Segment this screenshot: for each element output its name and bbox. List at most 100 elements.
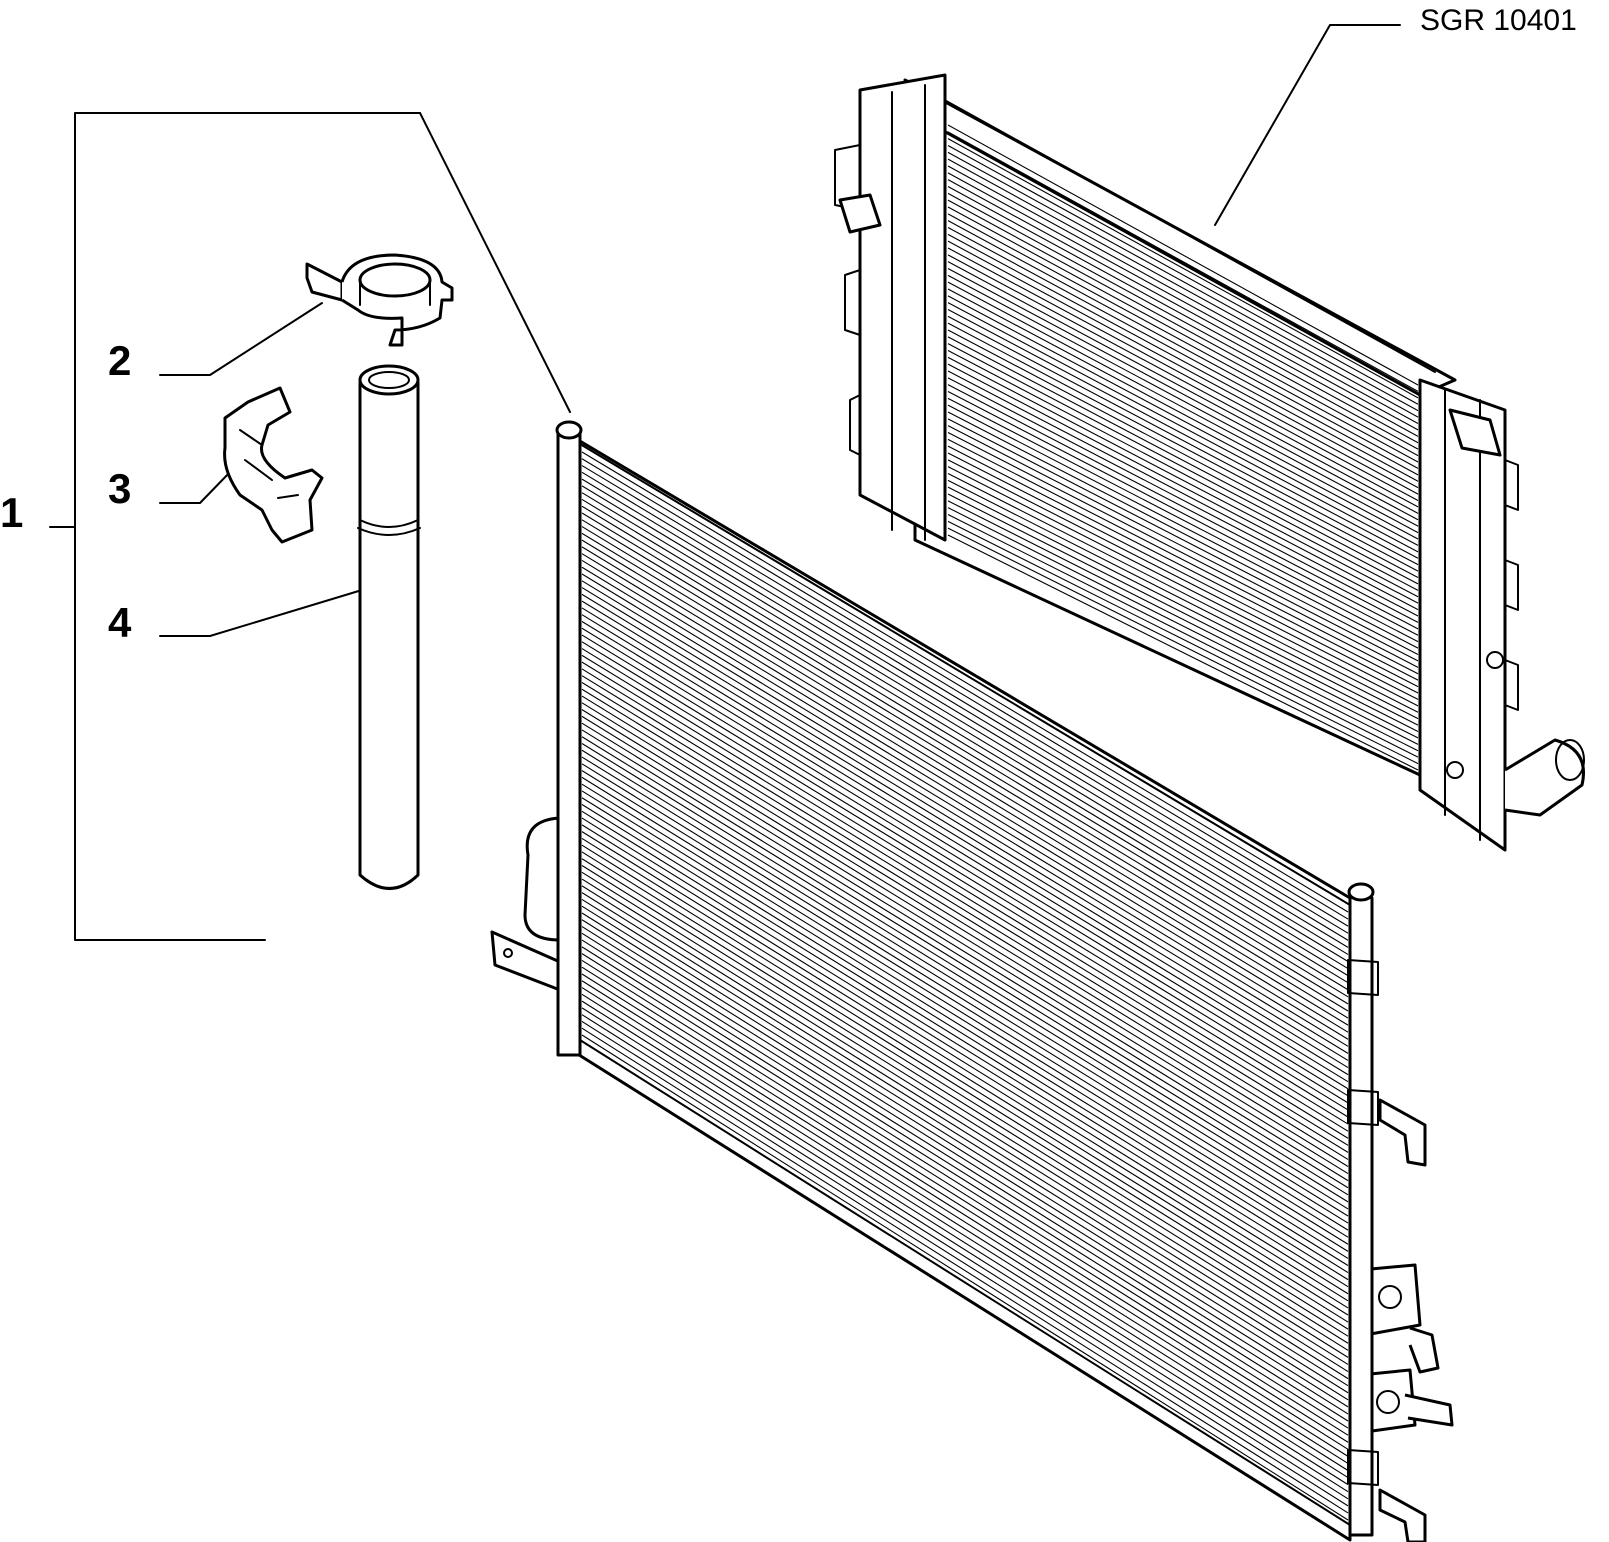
radiator-fin bbox=[947, 199, 1419, 457]
condenser-fin bbox=[581, 519, 1349, 984]
radiator-fin bbox=[947, 507, 1419, 745]
assembly-bracket bbox=[49, 112, 571, 941]
condenser-fin bbox=[581, 729, 1349, 1203]
condenser-fin bbox=[581, 607, 1349, 1076]
condenser-fin bbox=[581, 512, 1349, 977]
radiator-fin bbox=[947, 397, 1419, 643]
condenser-fin bbox=[581, 749, 1349, 1224]
condenser-fin bbox=[581, 682, 1349, 1153]
radiator-fin bbox=[947, 281, 1419, 534]
condenser-fin bbox=[581, 505, 1349, 970]
radiator-fin bbox=[947, 493, 1419, 732]
condenser-fin bbox=[581, 627, 1349, 1097]
condenser-fin bbox=[581, 919, 1349, 1401]
radiator-fin bbox=[947, 179, 1419, 437]
radiator-fin bbox=[947, 158, 1419, 418]
radiator-fin bbox=[947, 438, 1419, 681]
radiator-fin bbox=[947, 418, 1419, 662]
radiator-fin bbox=[947, 534, 1419, 771]
condenser-fin bbox=[581, 465, 1349, 927]
callout-4: 4 bbox=[108, 599, 132, 646]
condenser-fin bbox=[581, 898, 1349, 1380]
callout-3: 3 bbox=[108, 465, 131, 512]
reference-leader-line bbox=[1214, 24, 1401, 226]
radiator-fin bbox=[947, 206, 1419, 463]
radiator-fin bbox=[947, 473, 1419, 713]
condenser-fin bbox=[581, 946, 1349, 1429]
condenser-fin bbox=[581, 492, 1349, 955]
radiator-fin bbox=[947, 261, 1419, 514]
radiator-fin bbox=[947, 322, 1419, 572]
condenser-fin bbox=[581, 566, 1349, 1033]
condenser-fin bbox=[581, 959, 1349, 1443]
condenser-fin bbox=[581, 966, 1349, 1450]
condenser-fin bbox=[581, 987, 1349, 1471]
condenser-fin bbox=[581, 580, 1349, 1047]
condenser-fin bbox=[581, 614, 1349, 1083]
condenser-fin bbox=[581, 526, 1349, 991]
leader-line-3 bbox=[159, 469, 233, 504]
condenser-fin bbox=[581, 912, 1349, 1394]
condenser-fin bbox=[581, 783, 1349, 1259]
radiator-fin bbox=[947, 452, 1419, 694]
condenser-fin bbox=[581, 973, 1349, 1457]
condenser-fin bbox=[581, 831, 1349, 1309]
condenser-fin bbox=[581, 980, 1349, 1464]
condenser-fin bbox=[581, 695, 1349, 1167]
radiator-fin bbox=[947, 240, 1419, 495]
radiator-fin bbox=[947, 302, 1419, 553]
condenser-fin bbox=[581, 878, 1349, 1358]
condenser-fin bbox=[581, 1027, 1349, 1514]
radiator-fin bbox=[947, 391, 1419, 636]
radiator-fin bbox=[947, 192, 1419, 450]
condenser-fin bbox=[581, 939, 1349, 1422]
radiator-fin bbox=[947, 486, 1419, 726]
condenser-fin bbox=[581, 573, 1349, 1040]
radiator-fin bbox=[947, 432, 1419, 675]
radiator-fin bbox=[947, 138, 1419, 399]
radiator-fin bbox=[947, 343, 1419, 591]
condenser-fin bbox=[581, 858, 1349, 1337]
condenser-fin bbox=[581, 553, 1349, 1019]
radiator-fin bbox=[947, 384, 1419, 630]
radiator-fin bbox=[947, 151, 1419, 412]
condenser-fin bbox=[581, 953, 1349, 1436]
condenser-fin bbox=[581, 451, 1349, 913]
condenser-fin bbox=[581, 885, 1349, 1365]
condenser-fin bbox=[581, 634, 1349, 1104]
radiator-fin bbox=[947, 295, 1419, 546]
radiator-fin bbox=[947, 425, 1419, 668]
condenser-fin bbox=[581, 810, 1349, 1288]
condenser-fin bbox=[581, 702, 1349, 1175]
radiator-fin bbox=[947, 527, 1419, 765]
radiator-fin bbox=[947, 254, 1419, 508]
condenser-fin bbox=[581, 1007, 1349, 1493]
leader-line-2 bbox=[159, 302, 323, 376]
radiator-fin bbox=[947, 356, 1419, 604]
condenser-fin bbox=[581, 1034, 1349, 1521]
condenser-fin bbox=[581, 688, 1349, 1160]
radiator-fin bbox=[947, 233, 1419, 489]
condenser-fin bbox=[581, 770, 1349, 1245]
radiator-fin bbox=[947, 227, 1419, 482]
condenser-fin bbox=[581, 587, 1349, 1054]
radiator-fin bbox=[947, 329, 1419, 578]
radiator-fin bbox=[947, 268, 1419, 521]
callout-2: 2 bbox=[108, 337, 131, 384]
condenser-fin bbox=[581, 851, 1349, 1330]
radiator-fin bbox=[947, 274, 1419, 527]
radiator-fin bbox=[947, 172, 1419, 431]
condenser-fin bbox=[581, 722, 1349, 1196]
engine-radiator bbox=[834, 73, 1585, 852]
condenser-fin bbox=[581, 641, 1349, 1111]
radiator-fin bbox=[947, 377, 1419, 623]
condenser-fin bbox=[581, 993, 1349, 1479]
condenser-fin bbox=[581, 790, 1349, 1266]
radiator-fin bbox=[947, 131, 1419, 392]
condenser-fin bbox=[581, 485, 1349, 948]
part-4-dryer-cylinder bbox=[357, 364, 421, 890]
condenser-fin bbox=[581, 654, 1349, 1125]
condenser-fin bbox=[581, 797, 1349, 1274]
condenser-fin bbox=[581, 804, 1349, 1281]
